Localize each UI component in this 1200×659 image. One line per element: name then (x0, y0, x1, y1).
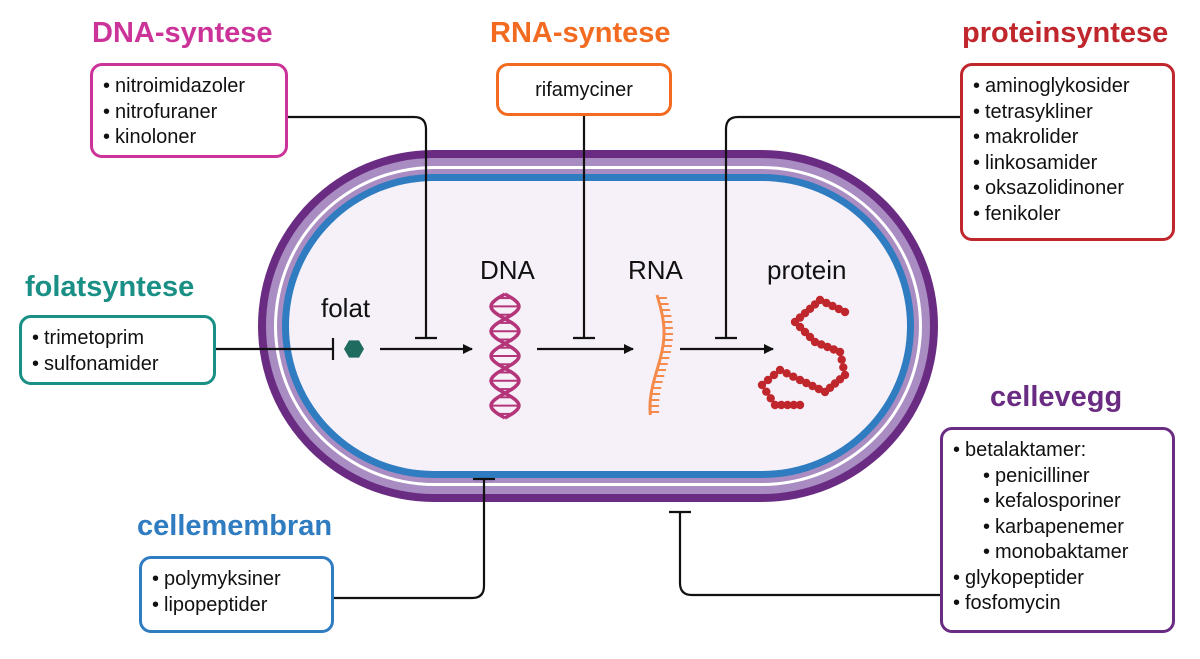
dna-synthesis-box: nitroimidazoler nitrofuraner kinoloner (90, 63, 288, 158)
protein-bead (823, 342, 832, 352)
protein-bead (766, 394, 775, 403)
protein-bead (783, 400, 792, 410)
protein-bead (802, 378, 811, 388)
protein-synthesis-box: aminoglykosider tetrasykliner makrolider… (960, 63, 1175, 241)
protein-bead (769, 370, 779, 380)
list-item: nitrofuraner (103, 100, 275, 126)
list-item: oksazolidinoner (973, 176, 1162, 202)
protein-bead (835, 347, 845, 357)
protein-bead (757, 380, 767, 390)
protein-synthesis-list: aminoglykosider tetrasykliner makrolider… (973, 74, 1162, 227)
protein-bead (782, 369, 791, 378)
list-item: lipopeptider (152, 593, 321, 619)
hexagon-molecule-icon (344, 340, 364, 358)
list-item: tetrasykliner (973, 100, 1162, 126)
list-item: trimetoprim (32, 326, 203, 352)
label-protein: protein (767, 255, 847, 285)
list-item: nitroimidazoler (103, 74, 275, 100)
bacterial-cell (258, 150, 938, 502)
protein-bead (789, 400, 798, 410)
list-item: monobaktamer (953, 540, 1162, 566)
folate-synthesis-title: folatsyntese (25, 271, 195, 303)
list-item: betalaktamer: (953, 438, 1162, 464)
dna-backbone (489, 292, 521, 420)
inhibition-connectors (216, 115, 962, 600)
protein-bead (822, 298, 831, 308)
list-item: kefalosporiner (953, 489, 1162, 515)
protein-synthesis-title: proteinsyntese (962, 17, 1169, 49)
protein-bead (810, 337, 820, 347)
label-dna: DNA (480, 255, 535, 285)
cytoplasm (289, 181, 907, 471)
rna-synthesis-title: RNA-syntese (490, 17, 671, 49)
list-item: sulfonamider (32, 352, 203, 378)
protein-bead (777, 400, 786, 410)
folate-synthesis-box: trimetoprim sulfonamider (19, 315, 216, 385)
cell-wall-title: cellevegg (990, 381, 1123, 413)
list-item: fosfomycin (953, 591, 1162, 617)
protein-bead (775, 365, 785, 375)
inhibition-cell-membrane (333, 479, 486, 600)
protein-bead (834, 304, 843, 314)
inhibition-dna-synthesis (287, 115, 428, 338)
cell-wall-list: betalaktamer: penicilliner kefalosporine… (953, 438, 1162, 617)
list-item: glykopeptider (953, 566, 1162, 592)
list-item: fenikoler (973, 202, 1162, 228)
protein-bead (763, 375, 773, 385)
rna-synthesis-box: rifamyciner (496, 63, 672, 116)
rna-backbone (648, 294, 666, 416)
label-rna: RNA (628, 255, 683, 285)
cell-membrane-title: cellemembran (137, 510, 333, 542)
protein-bead (837, 355, 846, 364)
double-helix-icon (489, 292, 521, 420)
dna-backbone (489, 292, 521, 420)
cell-membrane-box: polymyksiner lipopeptider (139, 556, 334, 633)
list-item: polymyksiner (152, 567, 321, 593)
cell-membrane-list: polymyksiner lipopeptider (152, 567, 321, 618)
list-item: penicilliner (953, 464, 1162, 490)
list-item: linkosamider (973, 151, 1162, 177)
cell-wall-box: betalaktamer: penicilliner kefalosporine… (940, 427, 1175, 633)
protein-bead (795, 400, 805, 410)
list-item: karbapenemer (953, 515, 1162, 541)
dna-synthesis-title: DNA-syntese (92, 17, 273, 49)
list-item: aminoglykosider (973, 74, 1162, 100)
inhibition-cell-wall (678, 512, 942, 597)
folate-synthesis-list: trimetoprim sulfonamider (32, 326, 203, 377)
single-strand-rna-icon (648, 294, 673, 416)
protein-bead (770, 400, 780, 410)
protein-bead (839, 363, 848, 372)
protein-bead (795, 375, 805, 385)
list-item: kinoloner (103, 125, 275, 151)
rna-synthesis-item: rifamyciner (535, 79, 633, 101)
list-item: makrolider (973, 125, 1162, 151)
dna-synthesis-list: nitroimidazoler nitrofuraner kinoloner (103, 74, 275, 151)
label-folate: folat (321, 293, 371, 323)
bead-chain-protein-icon (757, 295, 850, 410)
inhibition-protein-synthesis (724, 115, 962, 338)
protein-bead (762, 387, 771, 396)
protein-bead (789, 372, 798, 381)
protein-bead (814, 384, 823, 394)
